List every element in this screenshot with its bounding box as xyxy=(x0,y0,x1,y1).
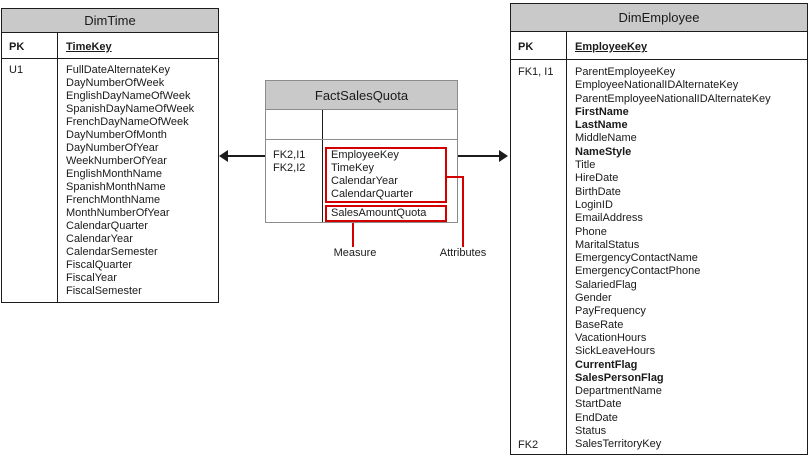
dimtime-pk-column: TimeKey xyxy=(66,41,112,53)
dimtime-key-annotations: U1 xyxy=(2,59,58,302)
fact-key-annotations: FK2,I1 FK2,I2 xyxy=(266,140,323,222)
dimemployee-pk-cell: PK xyxy=(511,32,567,59)
measure-callout-line xyxy=(352,223,354,247)
column-name: FullDateAlternateKey xyxy=(66,64,170,76)
dimtime-pk-cell: PK xyxy=(2,33,58,58)
dimemployee-pk-row: PK EmployeeKey xyxy=(511,32,807,60)
attributes-label: Attributes xyxy=(439,247,487,259)
arrow-right-head-icon xyxy=(499,150,508,162)
dimemployee-key-annotations: FK1, I1 FK2 xyxy=(511,60,567,454)
column-name: CalendarYear xyxy=(331,175,398,187)
column-name: CalendarSemester xyxy=(66,246,158,258)
fact-pk-row-empty xyxy=(266,110,457,140)
column-name: FirstName xyxy=(575,105,629,118)
column-name: StartDate xyxy=(575,398,622,411)
column-name: MaritalStatus xyxy=(575,238,640,251)
column-name: LastName xyxy=(575,119,628,132)
column-name: LoginID xyxy=(575,198,613,211)
column-name: SpanishMonthName xyxy=(66,181,166,193)
column-name: BaseRate xyxy=(575,318,624,331)
measure-label: Measure xyxy=(333,247,377,259)
column-name: CalendarYear xyxy=(66,233,133,245)
column-name: FiscalYear xyxy=(66,272,117,284)
column-name: BirthDate xyxy=(575,185,621,198)
column-name: FrenchMonthName xyxy=(66,194,161,206)
table-factsalesquota-title: FactSalesQuota xyxy=(266,81,457,110)
column-name: DayNumberOfWeek xyxy=(66,77,165,89)
column-name: EmployeeNationalIDAlternateKey xyxy=(575,79,739,92)
column-name: EmployeeKey xyxy=(331,149,399,161)
arrow-left-head-icon xyxy=(219,150,228,162)
column-name: PayFrequency xyxy=(575,305,646,318)
column-name: EmergencyContactName xyxy=(575,252,698,265)
column-name: WeekNumberOfYear xyxy=(66,155,167,167)
key-annotation: U1 xyxy=(9,64,24,76)
column-name: Status xyxy=(575,425,607,438)
column-name: NameStyle xyxy=(575,145,632,158)
column-name: ParentEmployeeKey xyxy=(575,66,676,78)
column-name: HireDate xyxy=(575,172,619,185)
attributes-callout-line-horizontal xyxy=(447,176,464,178)
column-name: SalesTerritoryKey xyxy=(575,438,662,451)
dimtime-pk-column-cell: TimeKey xyxy=(58,33,218,58)
column-name: FrenchDayNameOfWeek xyxy=(66,116,189,128)
table-dimemployee: DimEmployee PK EmployeeKey FK1, I1 FK2 P… xyxy=(510,3,808,455)
column-name: Phone xyxy=(575,225,607,238)
column-name: SickLeaveHours xyxy=(575,345,656,358)
dimtime-pk-row: PK TimeKey xyxy=(2,33,218,59)
table-dimtime-title: DimTime xyxy=(2,9,218,33)
key-annotation: FK2,I2 xyxy=(273,162,306,174)
pk-label: PK xyxy=(518,41,534,53)
column-name: SalesPersonFlag xyxy=(575,371,664,384)
column-name: CalendarQuarter xyxy=(331,188,413,200)
column-name: EmergencyContactPhone xyxy=(575,265,701,278)
column-name: EndDate xyxy=(575,411,618,424)
column-name: FiscalQuarter xyxy=(66,259,133,271)
column-name: VacationHours xyxy=(575,331,647,344)
column-name: MiddleName xyxy=(575,132,637,145)
table-dimtime: DimTime PK TimeKey U1 FullDateAlternateK… xyxy=(1,8,219,303)
column-name: EmailAddress xyxy=(575,212,643,225)
column-name: FiscalSemester xyxy=(66,285,142,297)
column-name: MonthNumberOfYear xyxy=(66,207,170,219)
key-annotation: FK1, I1 xyxy=(518,66,554,78)
column-name: Title xyxy=(575,159,596,172)
attributes-callout-line-vertical xyxy=(462,176,464,247)
table-factsalesquota: FactSalesQuota FK2,I1 FK2,I2 EmployeeKey… xyxy=(265,80,458,223)
column-name: SalariedFlag xyxy=(575,278,637,291)
table-dimemployee-title: DimEmployee xyxy=(511,4,807,32)
key-annotation: FK2,I1 xyxy=(273,149,306,161)
pk-label: PK xyxy=(9,41,25,53)
column-name: CurrentFlag xyxy=(575,358,638,371)
measure-highlight-box: SalesAmountQuota xyxy=(325,205,447,222)
relation-line-dimemployee xyxy=(458,155,499,157)
column-name: CalendarQuarter xyxy=(66,220,148,232)
fact-pk-cell-empty xyxy=(266,110,323,139)
fact-pk-column-cell-empty xyxy=(323,110,457,139)
column-name: DayNumberOfMonth xyxy=(66,129,167,141)
column-name: TimeKey xyxy=(331,162,374,174)
column-name: EnglishMonthName xyxy=(66,168,162,180)
column-name: SpanishDayNameOfWeek xyxy=(66,103,195,115)
column-name: SalesAmountQuota xyxy=(331,207,427,219)
column-name: DepartmentName xyxy=(575,385,662,398)
key-annotation: FK2 xyxy=(518,438,539,451)
dimemployee-pk-column: EmployeeKey xyxy=(575,41,648,53)
dimemployee-pk-column-cell: EmployeeKey xyxy=(567,32,807,59)
column-name: Gender xyxy=(575,292,612,305)
column-name: ParentEmployeeNationalIDAlternateKey xyxy=(575,92,771,105)
column-name: EnglishDayNameOfWeek xyxy=(66,90,191,102)
relation-line-dimtime xyxy=(227,155,265,157)
column-name: DayNumberOfYear xyxy=(66,142,159,154)
